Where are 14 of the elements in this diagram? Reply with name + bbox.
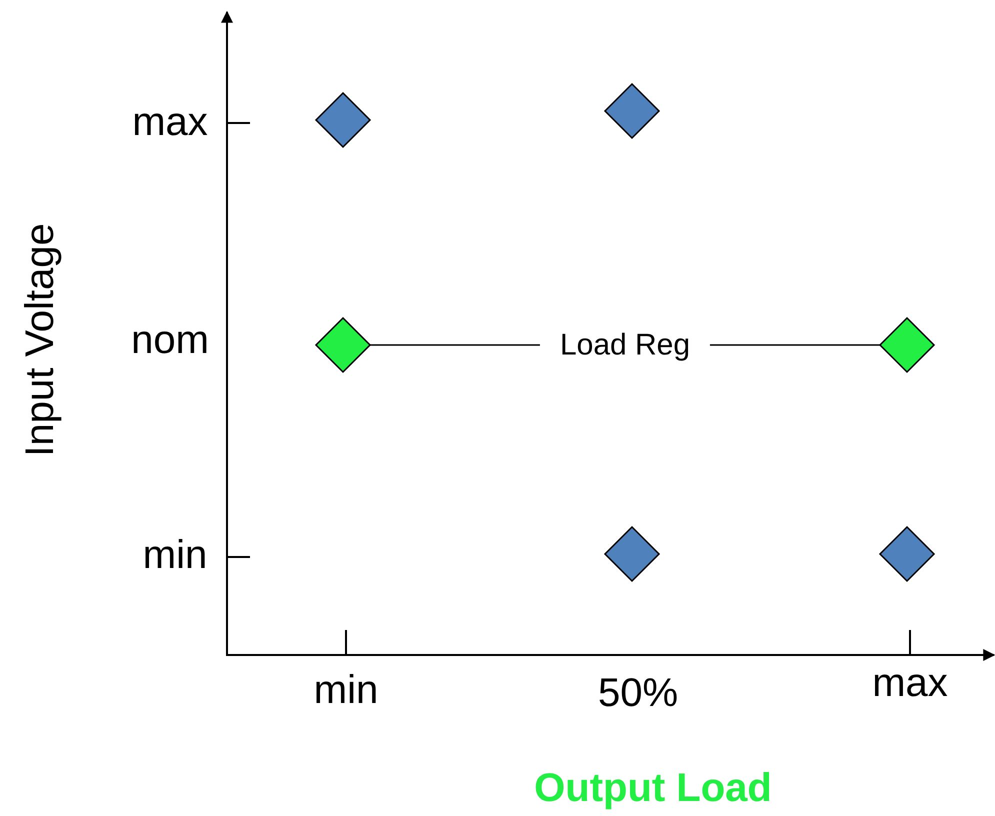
axis-title: Input Voltage [20,223,60,457]
diamond-marker [605,84,659,138]
diamond-marker [316,318,370,372]
x-tick-label: 50% [598,673,678,713]
axis-title: Output Load [534,768,772,808]
diamond-marker [605,527,659,581]
diamond-marker [316,93,370,147]
diamond-marker [880,318,934,372]
x-tick-label: max [872,663,948,703]
x-tick-label: min [314,670,378,710]
y-tick-label: min [142,535,208,575]
y-tick-label: max [132,102,208,142]
y-tick-label: nom [131,320,209,360]
diamond-marker [880,527,934,581]
